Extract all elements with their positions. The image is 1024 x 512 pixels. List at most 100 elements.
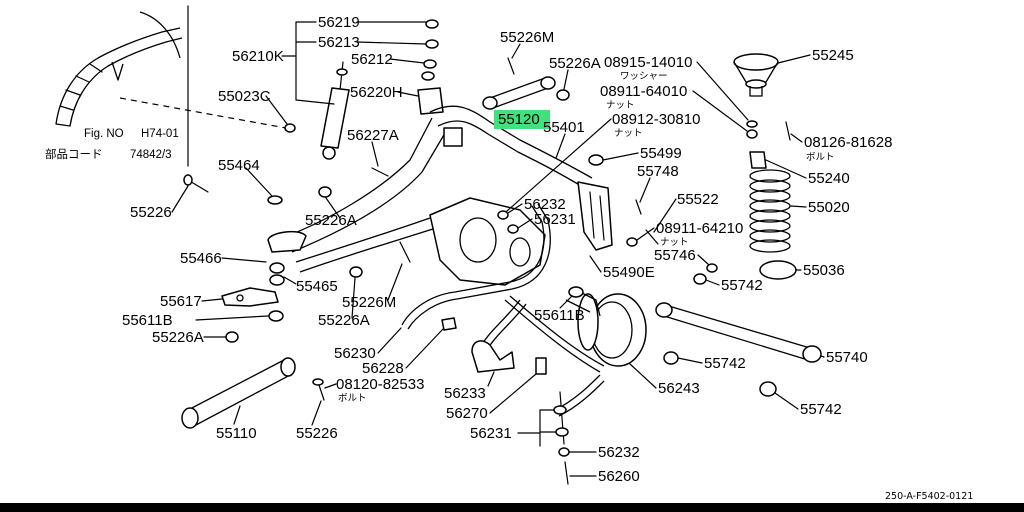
callout-55226a-top[interactable]: 55226A [549,55,601,72]
shock-lower-bolt-56227a [371,167,389,177]
callout-55110[interactable]: 55110 [216,425,257,442]
callout-55748[interactable]: 55748 [637,163,679,180]
nut-08911-64210 [626,237,638,247]
callout-56270[interactable]: 56270 [446,405,488,422]
callout-55465[interactable]: 55465 [296,278,338,295]
callout-55245[interactable]: 55245 [812,47,854,64]
callout-56230[interactable]: 56230 [334,345,376,362]
callout-55226a-upper[interactable]: 55226A [305,212,357,229]
inset-fig-number: H74-01 [141,128,179,140]
drawing-code: 250-A-F5402-0121 [885,491,973,502]
leader-55401 [555,133,566,159]
callout-55611b-left[interactable]: 55611B [122,312,173,329]
inset-code-label: 部品コード [45,147,103,161]
callout-56228[interactable]: 56228 [362,360,404,377]
callout-55466[interactable]: 55466 [180,250,222,267]
callout-55023c[interactable]: 55023C [218,88,271,105]
leader-55226m-top [511,43,521,59]
callout-56232-bottom[interactable]: 56232 [598,444,640,461]
coil-spring-55020 [749,169,791,253]
leader-55110 [233,405,241,425]
lateral-link-bushing-inner [655,302,673,318]
mount-bushing-56213 [425,39,439,49]
callout-55464[interactable]: 55464 [218,157,260,174]
callout-55120-highlighted[interactable]: 55120 [498,111,540,128]
callout-08915-14010[interactable]: 08915-14010 [604,54,692,71]
cup-55499 [588,154,604,166]
leader-55226-left [171,185,189,213]
fender-upper-edge [139,11,181,59]
callout-08912-30810[interactable]: 08912-30810 [612,111,700,128]
shock-top-ring [336,68,348,76]
callout-55746[interactable]: 55746 [654,247,696,264]
callout-56260[interactable]: 56260 [598,468,640,485]
callout-56212[interactable]: 56212 [351,51,393,68]
callout-55742-mid[interactable]: 55742 [704,355,746,372]
bushing-56231-upper [553,405,567,415]
callout-56231-mid[interactable]: 56231 [534,211,576,228]
stabilizer-rod-right [504,295,605,373]
leader-55611b-left [195,315,269,321]
callout-55522[interactable]: 55522 [677,191,719,208]
bracket-55617 [221,287,279,307]
callout-55499[interactable]: 55499 [640,145,682,162]
callout-55490e[interactable]: 55490E [603,264,655,281]
callout-56227a[interactable]: 56227A [347,127,399,144]
callout-56219[interactable]: 56219 [318,14,360,31]
callout-56232-mid[interactable]: 56232 [524,196,566,213]
callout-56220h[interactable]: 56220H [350,84,403,101]
leader-55464 [245,167,273,197]
bolt-55226-left-head [183,174,193,186]
leader-55748 [639,177,651,203]
fender-clip [111,61,124,81]
callout-55740[interactable]: 55740 [826,349,868,366]
leader-55746 [697,254,710,266]
leader-56231-bottom [517,409,557,447]
callout-55240[interactable]: 55240 [808,170,850,187]
shock-absorber-body [320,87,350,149]
bushing-56270 [535,357,547,375]
bolt-55748 [635,199,642,215]
brake-drum-56243 [589,293,647,367]
leader-55465 [283,276,297,285]
nut-55023c [284,123,296,133]
bracket-55617-hole [236,294,244,302]
callout-55742-upper[interactable]: 55742 [721,277,763,294]
nut-55226a-top [556,89,570,101]
nut-56232-bottom [558,447,570,457]
callout-55611b-mid[interactable]: 55611B [534,307,585,324]
callout-56243[interactable]: 56243 [658,380,700,397]
callout-08911-64210[interactable]: 08911-64210 [656,220,743,237]
mount-bushing-lower [421,71,435,81]
callout-55226a-mid[interactable]: 55226A [318,312,370,329]
leader-08912-30810 [506,118,612,212]
leader-56233 [487,371,495,387]
callout-55226m-lower[interactable]: 55226M [342,294,396,311]
inset-panel: Fig. NO H74-01 部品コード 74842/3 [45,5,189,167]
inset-code: 74842/3 [130,149,172,161]
leader-55617 [201,298,223,302]
callout-56210k[interactable]: 56210K [232,48,284,65]
callout-55226a-left[interactable]: 55226A [152,329,204,346]
callout-55617[interactable]: 55617 [160,293,202,310]
callout-56233[interactable]: 56233 [444,385,486,402]
callout-55226-bottom[interactable]: 55226 [296,425,338,442]
callout-55226m-top[interactable]: 55226M [500,29,554,46]
callout-56231-bottom[interactable]: 56231 [470,425,512,442]
callout-08120-82533[interactable]: 08120-82533 [336,376,424,393]
bolt-55226m-top [507,57,515,75]
callout-55020[interactable]: 55020 [808,199,850,216]
differential-cover [459,217,497,263]
fender-bracket-drawing [55,27,181,125]
callout-08911-64010[interactable]: 08911-64010 [600,83,687,100]
callout-55742-lower[interactable]: 55742 [800,401,842,418]
callout-56213[interactable]: 56213 [318,34,360,51]
nut-55226a-left [225,331,239,343]
bushing-56231-lower [555,427,569,437]
leader-56227a [371,141,379,167]
callout-55401[interactable]: 55401 [543,119,585,136]
callout-08126-81628[interactable]: 08126-81628 [804,134,892,151]
callout-55036[interactable]: 55036 [803,262,845,279]
callout-55226-left[interactable]: 55226 [130,204,172,221]
